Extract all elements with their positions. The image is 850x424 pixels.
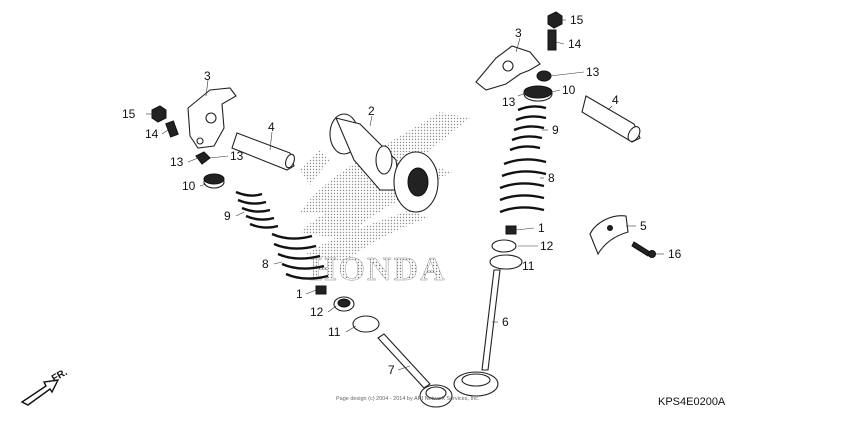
outer-valve-spring-left <box>271 232 329 280</box>
callout-12-left: 12 <box>310 305 324 319</box>
inner-valve-spring-right <box>509 105 547 152</box>
callout-8-left: 8 <box>262 257 269 271</box>
copyright-notice: Page design (c) 2004 - 2014 by ARI Netwo… <box>336 396 480 402</box>
callout-2: 2 <box>368 104 375 118</box>
spring-seat-right <box>489 254 523 270</box>
lock-nut-right <box>547 11 563 29</box>
callout-9-right: 9 <box>552 123 559 137</box>
inner-valve-spring-left <box>235 190 279 229</box>
callout-11-left: 11 <box>328 325 341 339</box>
stem-seal-left <box>333 296 355 312</box>
camshaft <box>329 113 439 213</box>
valve-cotter-left <box>315 285 327 295</box>
callout-1-right: 1 <box>538 221 545 235</box>
callout-6: 6 <box>502 315 509 329</box>
callout-11-right: 11 <box>522 259 535 273</box>
callout-5: 5 <box>640 219 647 233</box>
callout-8-right: 8 <box>548 171 555 185</box>
spring-retainer-right <box>523 85 553 102</box>
callout-4-left: 4 <box>268 120 275 134</box>
honda-wordmark: HONDA <box>310 251 447 288</box>
tappet-cap-left <box>195 151 211 165</box>
outer-valve-spring-right <box>499 158 547 214</box>
front-direction-marker: FR. <box>20 367 70 406</box>
callout-10-right: 10 <box>562 83 576 97</box>
callout-1-left: 1 <box>296 287 303 301</box>
stem-seal-right <box>491 239 517 253</box>
diagram-code: KPS4E0200A <box>658 396 726 408</box>
callout-13a-right: 13 <box>586 65 600 79</box>
spring-retainer-left <box>203 173 225 189</box>
guide-bolt <box>631 241 656 258</box>
rocker-arm-right <box>475 45 541 91</box>
callout-16: 16 <box>668 247 682 261</box>
callout-12-right: 12 <box>540 239 554 253</box>
adjust-screw-right <box>547 29 557 51</box>
tappet-cap-right <box>536 70 552 82</box>
cam-chain-guide-plate <box>589 215 629 256</box>
callout-3-right: 3 <box>515 26 522 40</box>
callout-labels: 3 4 15 14 13 13 10 9 8 1 12 11 7 2 3 15 … <box>122 13 682 377</box>
leader-lines <box>146 19 664 371</box>
callout-9-left: 9 <box>224 209 231 223</box>
adjust-screw-left <box>165 120 179 138</box>
rocker-arm-left <box>187 87 237 149</box>
callout-13b-left: 13 <box>230 149 244 163</box>
valve-cotter-right <box>505 225 517 235</box>
callout-14-left: 14 <box>145 127 159 141</box>
callout-13b-right: 13 <box>502 95 516 109</box>
rocker-shaft-right <box>581 95 641 143</box>
exhaust-valve <box>377 333 453 408</box>
front-label: FR. <box>50 367 70 385</box>
front-arrow-icon <box>20 379 60 406</box>
rocker-shaft-left <box>231 132 296 171</box>
callout-14-right: 14 <box>568 37 582 51</box>
callout-15-left: 15 <box>122 107 136 121</box>
callout-4-right: 4 <box>612 93 619 107</box>
callout-3-left: 3 <box>204 69 211 83</box>
spring-seat-left <box>352 315 380 333</box>
intake-valve <box>453 269 501 397</box>
callout-10-left: 10 <box>182 179 196 193</box>
lock-nut-left <box>151 105 167 123</box>
callout-13a-left: 13 <box>170 155 184 169</box>
callout-7: 7 <box>388 363 395 377</box>
callout-15-right: 15 <box>570 13 584 27</box>
